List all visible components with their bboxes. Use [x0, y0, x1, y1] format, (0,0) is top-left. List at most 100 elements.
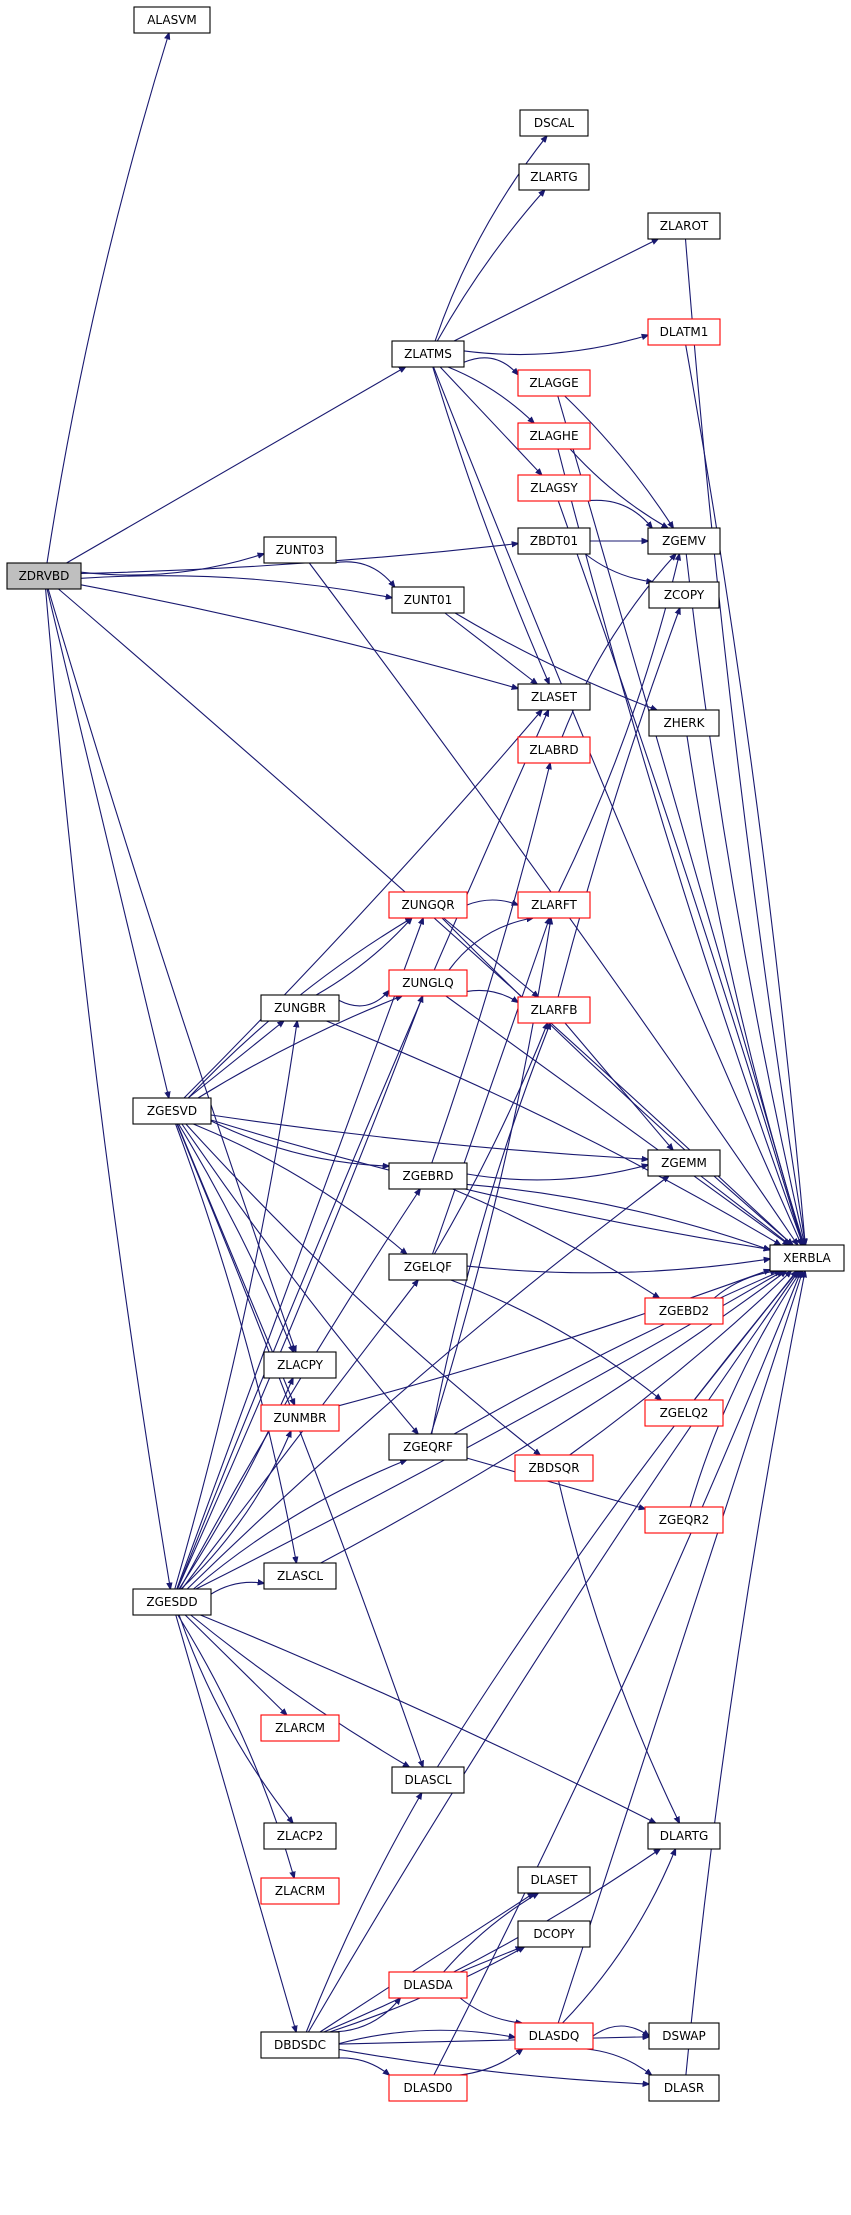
node-box [647, 212, 721, 240]
node-dswap[interactable]: DSWAP [648, 2022, 720, 2050]
node-zgeqrf[interactable]: ZGEQRF [388, 1433, 468, 1461]
node-label: DLARTG [660, 1829, 709, 1843]
node-zlarft[interactable]: ZLARFT [517, 891, 591, 919]
edge-zgesdd-to-zunglq [176, 996, 422, 1590]
node-zlatms[interactable]: ZLATMS [391, 340, 465, 368]
node-label: ZLARFB [531, 1003, 578, 1017]
node-zgeqr2[interactable]: ZGEQR2 [644, 1506, 724, 1534]
node-box [517, 474, 591, 502]
node-xerbla[interactable]: XERBLA [769, 1244, 845, 1272]
node-box [647, 318, 721, 346]
edge-zdrvbd-to-zlaset [80, 584, 518, 689]
node-box [391, 586, 465, 614]
edge-dlasda-to-dcopy [459, 1947, 522, 1973]
node-box [388, 1971, 468, 1999]
node-box [517, 996, 591, 1024]
nodes-layer: ZDRVBD ALASVM DSCAL ZLARTG ZLAROT ZLATMS DLATM… [6, 6, 845, 2102]
node-zcopy[interactable]: ZCOPY [648, 581, 720, 609]
node-box [388, 1162, 468, 1190]
node-box [517, 891, 591, 919]
node-zunt01[interactable]: ZUNT01 [391, 586, 465, 614]
edge-dbdsdc-to-dlasd0 [338, 2057, 390, 2075]
node-zgemv[interactable]: ZGEMV [647, 527, 721, 555]
node-box [517, 1920, 591, 1948]
node-zlarfb[interactable]: ZLARFB [517, 996, 591, 1024]
edge-zgesvd-to-zgemm [210, 1114, 648, 1159]
node-zlacpy[interactable]: ZLACPY [263, 1351, 337, 1379]
node-box [644, 1399, 724, 1427]
node-zherk[interactable]: ZHERK [648, 709, 720, 737]
edge-zgesdd-to-zlascl [210, 1582, 264, 1595]
node-dlasr[interactable]: DLASR [648, 2074, 720, 2102]
edge-dlasda-to-dlaset [443, 1893, 539, 1973]
node-zlarot[interactable]: ZLAROT [647, 212, 721, 240]
node-zungbr[interactable]: ZUNGBR [260, 994, 340, 1022]
edge-zungqr-to-zlarft [466, 899, 518, 905]
node-label: DLASET [531, 1873, 579, 1887]
edge-dlasda-to-dlasdq [459, 1997, 522, 2023]
node-label: ZLAGSY [530, 481, 578, 495]
node-dbdsdc[interactable]: DBDSDC [260, 2031, 340, 2059]
node-zlartg[interactable]: ZLARTG [518, 163, 590, 191]
edge-dlascl-to-xerbla [436, 1271, 797, 1768]
node-label: ZDRVBD [19, 569, 70, 583]
edge-dlatm1-to-xerbla [685, 344, 806, 1245]
node-box [517, 369, 591, 397]
node-zunglq[interactable]: ZUNGLQ [388, 969, 468, 997]
node-dlaset[interactable]: DLASET [517, 1866, 591, 1894]
node-label: ZUNGLQ [402, 976, 453, 990]
node-zbdsqr[interactable]: ZBDSQR [514, 1454, 594, 1482]
node-dlasdq[interactable]: DLASDQ [514, 2022, 594, 2050]
node-zgesdd[interactable]: ZGESDD [132, 1588, 212, 1616]
node-box [644, 1506, 724, 1534]
edge-zlatms-to-zlarot [453, 239, 658, 342]
node-zgesvd[interactable]: ZGESVD [132, 1097, 212, 1125]
node-zgebd2[interactable]: ZGEBD2 [644, 1297, 724, 1325]
node-dlartg[interactable]: DLARTG [647, 1822, 721, 1850]
node-dlasda[interactable]: DLASDA [388, 1971, 468, 1999]
node-zdrvbd[interactable]: ZDRVBD [6, 562, 82, 590]
node-label: ZLAGHE [529, 429, 578, 443]
node-zlagge[interactable]: ZLAGGE [517, 369, 591, 397]
node-dlascl[interactable]: DLASCL [391, 1766, 465, 1794]
node-zgelqf[interactable]: ZGELQF [388, 1253, 468, 1281]
node-dlatm1[interactable]: DLATM1 [647, 318, 721, 346]
node-zlacp2[interactable]: ZLACP2 [263, 1822, 337, 1850]
edge-zlatms-to-zlaset [432, 366, 549, 684]
node-zlaset[interactable]: ZLASET [517, 683, 591, 711]
edge-zgesvd-to-zgebrd [210, 1120, 389, 1166]
node-alasvm[interactable]: ALASVM [133, 6, 211, 34]
node-zungqr[interactable]: ZUNGQR [388, 891, 468, 919]
node-zgebrd[interactable]: ZGEBRD [388, 1162, 468, 1190]
node-zunmbr[interactable]: ZUNMBR [260, 1404, 340, 1432]
node-box [6, 562, 82, 590]
node-box [260, 1714, 340, 1742]
edge-zgeqrf-to-zlarft [430, 918, 551, 1435]
edge-zbdt01-to-zcopy [584, 553, 652, 582]
node-label: ZGESDD [146, 1595, 197, 1609]
node-dscal[interactable]: DSCAL [519, 109, 589, 137]
node-label: DLASDQ [529, 2029, 580, 2043]
node-label: ALASVM [147, 13, 197, 27]
node-zgelq2[interactable]: ZGELQ2 [644, 1399, 724, 1427]
edge-zgesvd-to-zlaset [183, 710, 542, 1099]
node-label: DLASCL [404, 1773, 451, 1787]
edge-zgesdd-to-zunmbr [180, 1431, 291, 1590]
node-zbdt01[interactable]: ZBDT01 [517, 527, 591, 555]
edge-dbdsdc-to-dlartg [323, 1849, 660, 2033]
node-zgemm[interactable]: ZGEMM [647, 1149, 721, 1177]
node-dcopy[interactable]: DCOPY [517, 1920, 591, 1948]
node-zunt03[interactable]: ZUNT03 [263, 536, 337, 564]
edge-zlatms-to-zlartg [436, 190, 544, 342]
node-zlarcm[interactable]: ZLARCM [260, 1714, 340, 1742]
node-zlascl[interactable]: ZLASCL [263, 1562, 337, 1590]
edge-zlagsy-to-xerbla [557, 500, 802, 1245]
node-zlagsy[interactable]: ZLAGSY [517, 474, 591, 502]
node-zlabrd[interactable]: ZLABRD [517, 736, 591, 764]
node-zlaghe[interactable]: ZLAGHE [517, 422, 591, 450]
node-box [514, 2022, 594, 2050]
node-dlasd0[interactable]: DLASD0 [388, 2074, 468, 2102]
node-box [519, 109, 589, 137]
node-zlacrm[interactable]: ZLACRM [260, 1877, 340, 1905]
edge-zlarfb-to-zgemm [564, 1022, 673, 1150]
